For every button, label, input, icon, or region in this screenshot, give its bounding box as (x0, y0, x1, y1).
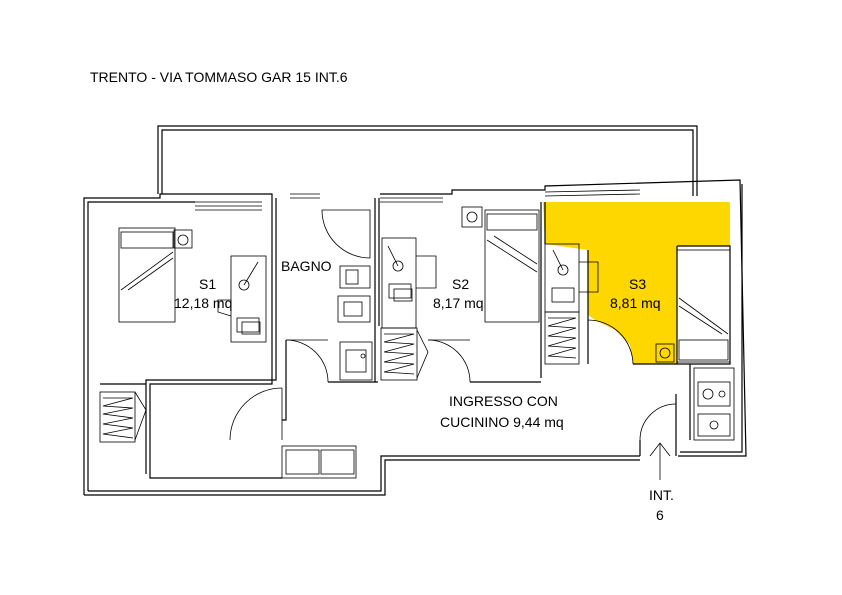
doors (229, 319, 677, 441)
hall-wardrobe (380, 327, 429, 381)
room-s1-name: S1 (199, 276, 216, 292)
kitchenette (693, 367, 735, 441)
windows (195, 189, 641, 211)
bagno-fixtures (321, 209, 373, 381)
entrance-label-line2: 6 (656, 507, 664, 523)
bottom-window (281, 445, 357, 479)
room-s1-wardrobe (99, 391, 147, 443)
entrance-label-line1: INT. (649, 487, 674, 503)
room-ingresso-name: INGRESSO CON (449, 393, 558, 409)
balcony (157, 125, 698, 196)
room-s3-highlight (543, 202, 730, 364)
room-s2-area: 8,17 mq (433, 295, 484, 311)
room-s1-furniture (118, 227, 267, 343)
room-s3-area: 8,81 mq (610, 295, 661, 311)
entrance-arrow (649, 442, 671, 480)
room-bagno-name: BAGNO (281, 258, 332, 274)
room-s3-name: S3 (629, 276, 646, 292)
room-s3-furniture (544, 243, 731, 365)
room-ingresso-area: CUCININO 9,44 mq (440, 414, 564, 430)
plan-title: TRENTO - VIA TOMMASO GAR 15 INT.6 (90, 69, 348, 85)
outer-walls (83, 179, 747, 496)
room-s1-area: 12,18 mq (174, 295, 232, 311)
room-s2-name: S2 (452, 276, 469, 292)
